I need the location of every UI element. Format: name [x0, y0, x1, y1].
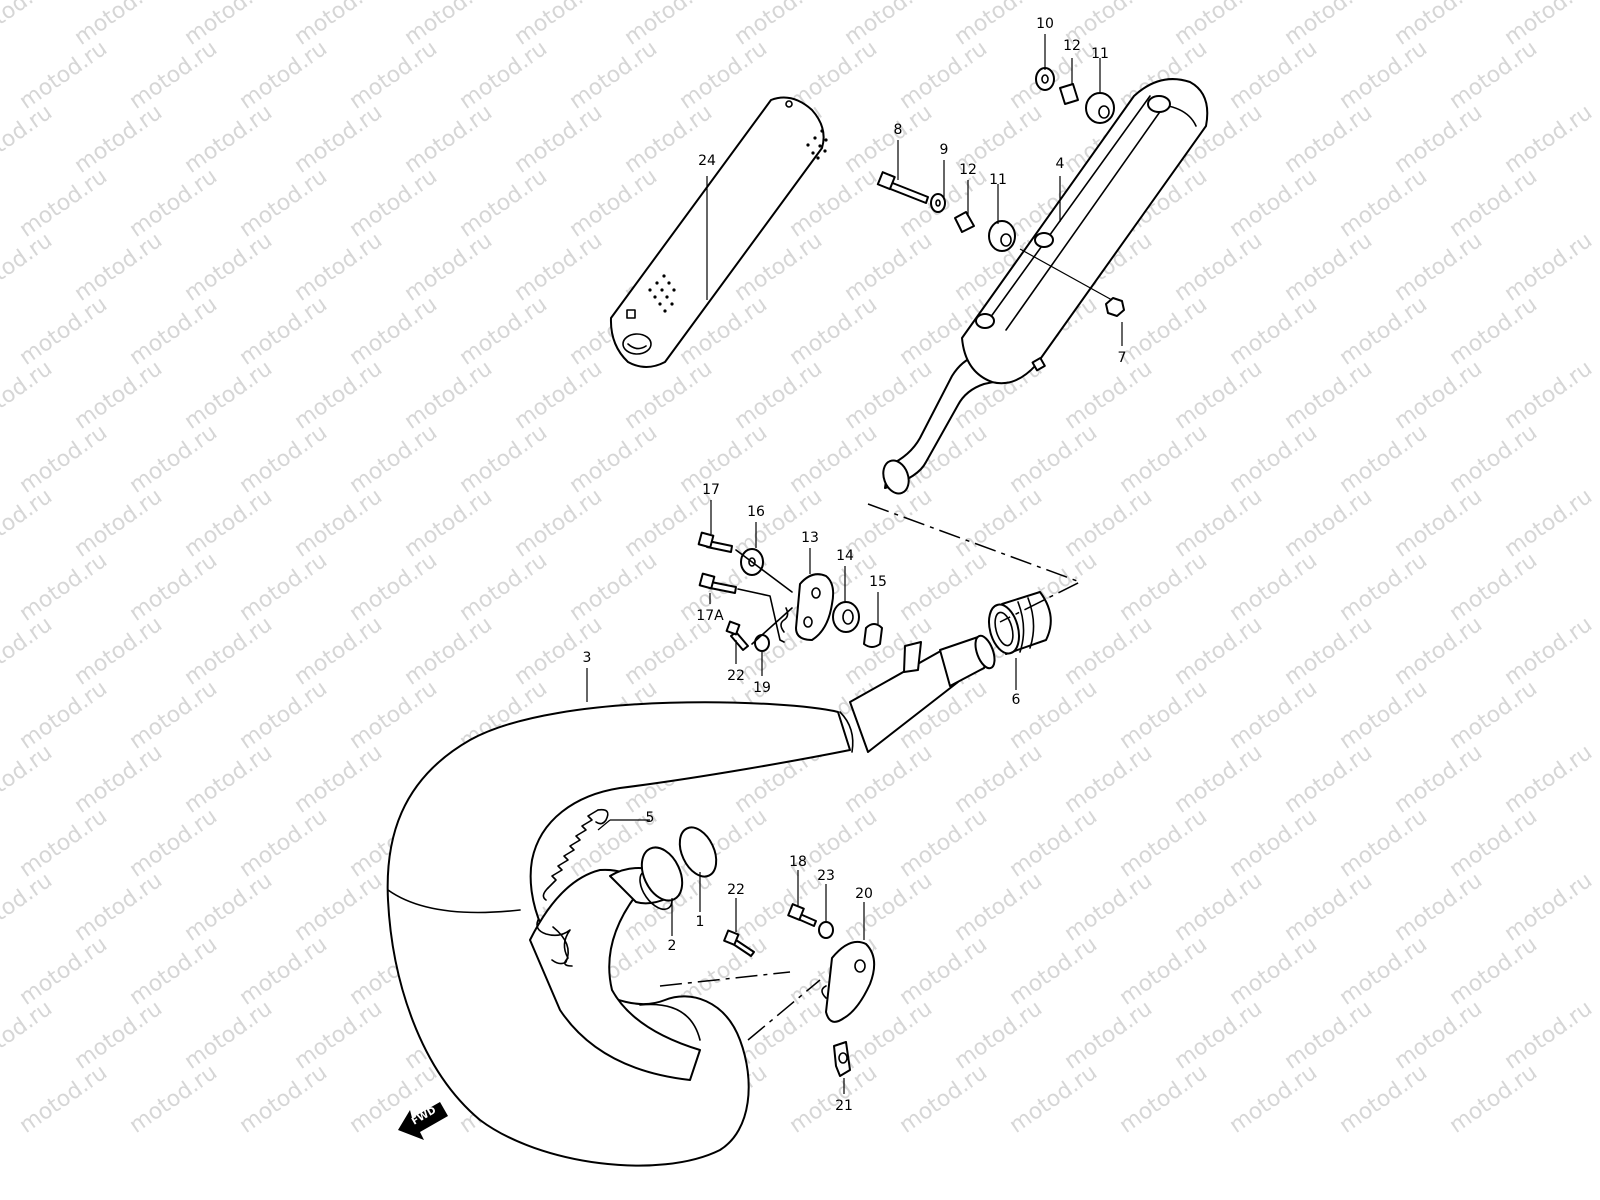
- callout-4: 4: [1056, 156, 1065, 172]
- callout-13: 13: [801, 530, 819, 546]
- callout-7: 7: [1118, 350, 1127, 366]
- part-7-nut: [1105, 297, 1125, 317]
- leaders: [586, 34, 1123, 1094]
- callout-24: 24: [698, 153, 716, 169]
- callouts: 24 10 12 11 8 9 12 11 4 7 17 16 13 14 15…: [583, 16, 1127, 1114]
- part-14-damper: [832, 601, 860, 633]
- callout-15: 15: [869, 574, 887, 590]
- part-11-grommet-lower: [988, 220, 1016, 252]
- callout-22-lower: 22: [727, 882, 745, 898]
- callout-14: 14: [836, 548, 854, 564]
- part-17-bolt: [697, 531, 733, 553]
- callout-11-lower: 11: [989, 172, 1007, 188]
- assembly-line-lower-left: [659, 971, 791, 987]
- callout-17a: 17A: [696, 608, 724, 624]
- callout-12-upper: 12: [1063, 38, 1081, 54]
- callout-8: 8: [894, 122, 903, 138]
- part-4-silencer: [882, 78, 1209, 495]
- callout-11-upper: 11: [1091, 46, 1109, 62]
- part-15-collar: [863, 623, 883, 648]
- callout-19: 19: [753, 680, 771, 696]
- part-17a-bolt: [698, 572, 737, 594]
- part-12-collar-lower: [954, 211, 975, 233]
- callout-17: 17: [702, 482, 720, 498]
- part-23-washer: [818, 921, 834, 939]
- part-5-spring: [542, 808, 609, 901]
- callout-21: 21: [835, 1098, 853, 1114]
- part-20-bracket: [821, 940, 876, 1023]
- part-11-grommet-upper: [1085, 92, 1115, 124]
- assembly-line-lower-right: [747, 979, 821, 1041]
- callout-6: 6: [1012, 692, 1021, 708]
- callout-10: 10: [1036, 16, 1054, 32]
- part-9-washer-hole: [935, 199, 941, 207]
- fwd-arrow-icon: FWD: [398, 1102, 448, 1140]
- callout-18: 18: [789, 854, 807, 870]
- callout-23: 23: [817, 868, 835, 884]
- part-6-sleeve: [988, 591, 1052, 655]
- part-10-washer-hole: [1041, 74, 1049, 84]
- part-12-collar-upper: [1059, 83, 1079, 105]
- part-9-washer: [930, 193, 946, 213]
- part-13-bracket: [795, 573, 835, 641]
- part-2-gasket-ring: [640, 846, 684, 902]
- part-19-washer: [754, 634, 770, 652]
- callout-22-upper: 22: [727, 668, 745, 684]
- part-18-bolt: [787, 903, 817, 927]
- callout-2: 2: [668, 938, 677, 954]
- part-22-bolt-upper: [725, 620, 749, 651]
- assembly-line-silencer: [867, 503, 1082, 623]
- part-22-bolt-lower: [723, 929, 755, 957]
- callout-12-lower: 12: [959, 162, 977, 178]
- part-16-washer-hole: [748, 557, 756, 567]
- callout-1: 1: [696, 914, 705, 930]
- part-8-bolt: [876, 171, 929, 204]
- part-10-washer: [1035, 67, 1055, 91]
- bracket-group-lines: [735, 549, 793, 645]
- callout-16: 16: [747, 504, 765, 520]
- part-21-clip-nut: [833, 1041, 851, 1077]
- part-1-gasket-ring: [678, 826, 718, 878]
- part-24-heat-shield: [609, 96, 828, 368]
- callout-5: 5: [646, 810, 655, 826]
- part-3-expansion-chamber: [386, 634, 996, 1167]
- callout-9: 9: [940, 142, 949, 158]
- callout-20: 20: [855, 886, 873, 902]
- callout-3: 3: [583, 650, 592, 666]
